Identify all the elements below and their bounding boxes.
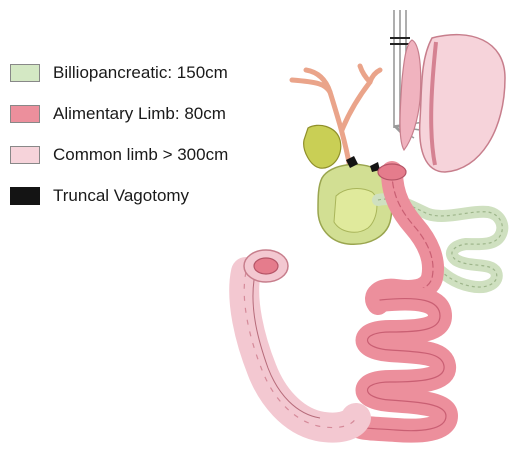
legend: Billiopancreatic: 150cm Alimentary Limb:…: [10, 63, 228, 227]
legend-swatch-biliopancreatic: [10, 64, 40, 82]
legend-label: Alimentary Limb: 80cm: [53, 104, 226, 124]
legend-swatch-vagotomy: [10, 187, 40, 205]
legend-item-biliopancreatic: Billiopancreatic: 150cm: [10, 63, 228, 83]
legend-label: Common limb > 300cm: [53, 145, 228, 165]
alimentary-limb: [376, 164, 433, 304]
gallbladder: [304, 125, 341, 168]
legend-item-vagotomy: Truncal Vagotomy: [10, 186, 228, 206]
legend-item-common: Common limb > 300cm: [10, 145, 228, 165]
stomach: [400, 35, 505, 172]
legend-label: Truncal Vagotomy: [53, 186, 189, 206]
legend-label: Billiopancreatic: 150cm: [53, 63, 228, 83]
common-limb: [244, 250, 356, 428]
legend-item-alimentary: Alimentary Limb: 80cm: [10, 104, 228, 124]
legend-swatch-common: [10, 146, 40, 164]
legend-swatch-alimentary: [10, 105, 40, 123]
